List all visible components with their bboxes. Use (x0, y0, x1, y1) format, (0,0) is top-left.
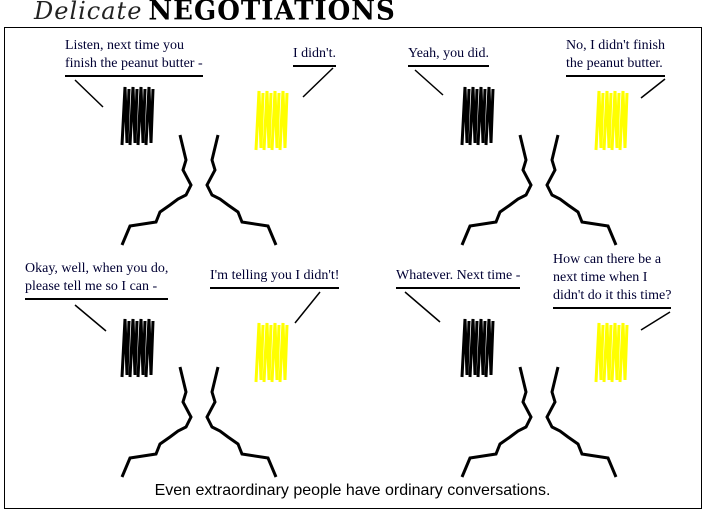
speech-line: the peanut butter. (566, 56, 663, 71)
speech-tail (404, 291, 441, 323)
speaker-b-hair (594, 90, 629, 151)
hair-scribble (594, 90, 629, 151)
speech-right: I'm telling you I didn't! (210, 267, 340, 289)
speech-tail (74, 79, 104, 108)
speech-left: Listen, next time you finish the peanut b… (65, 37, 203, 77)
hair-scribble (254, 322, 289, 383)
speaker-b-face-profile (545, 366, 618, 478)
speaker-a-hair (460, 318, 495, 378)
speaker-b-hair (254, 322, 289, 383)
speech-right: How can there be a next time when I didn't… (553, 251, 672, 309)
panel-1 (120, 86, 289, 246)
speech-tail (302, 67, 334, 98)
speech-tail (74, 304, 107, 332)
speech-tail (294, 291, 321, 324)
panel-3 (120, 318, 289, 478)
hair-scribble (594, 322, 629, 383)
speech-line: How can there be a (553, 252, 662, 267)
speech-left: Whatever. Next time - (396, 267, 521, 289)
panel-2 (460, 86, 629, 246)
speaker-b-face-profile (205, 366, 278, 478)
title-script: Delicate (34, 0, 143, 25)
speaker-b-hair (594, 322, 629, 383)
speaker-a-hair (460, 86, 495, 146)
speech-line: next time when I (553, 270, 648, 285)
speech-line: Yeah, you did. (408, 46, 490, 61)
speaker-a-face-profile (120, 366, 193, 478)
caption: Even extraordinary people have ordinary … (154, 482, 551, 499)
speech-right: I didn't. (293, 45, 336, 67)
speaker-b-face-profile (205, 134, 278, 246)
panel-4 (460, 318, 629, 478)
hair-scribble (120, 86, 155, 146)
speaker-b-hair (254, 90, 289, 151)
speech-line: finish the peanut butter - (65, 56, 203, 71)
speaker-a-face-profile (460, 366, 533, 478)
speech-left: Yeah, you did. (408, 45, 490, 67)
speech-tail (640, 311, 671, 331)
speech-left: Okay, well, when you do, please tell me s… (25, 260, 169, 300)
hair-scribble (460, 86, 495, 146)
speech-line: Whatever. Next time - (396, 268, 521, 283)
speech-line: No, I didn't finish (566, 38, 665, 53)
speech-line: I'm telling you I didn't! (210, 268, 340, 283)
speech-line: Listen, next time you (65, 38, 184, 53)
speaker-a-hair (120, 318, 155, 378)
speech-tail (640, 78, 666, 99)
hair-scribble (254, 90, 289, 151)
comic-frame (4, 27, 702, 509)
speech-line: please tell me so I can - (25, 279, 158, 294)
speech-line: didn't do it this time? (553, 288, 672, 303)
speech-line: Okay, well, when you do, (25, 261, 169, 276)
speaker-b-face-profile (545, 134, 618, 246)
hair-scribble (460, 318, 495, 378)
hair-scribble (120, 318, 155, 378)
speaker-a-face-profile (120, 134, 193, 246)
title-bold: NEGOTIATIONS (148, 0, 396, 27)
speech-line: I didn't. (293, 46, 336, 61)
speech-tail (414, 69, 444, 96)
speaker-a-face-profile (460, 134, 533, 246)
speech-right: No, I didn't finish the peanut butter. (566, 37, 665, 77)
speaker-a-hair (120, 86, 155, 146)
